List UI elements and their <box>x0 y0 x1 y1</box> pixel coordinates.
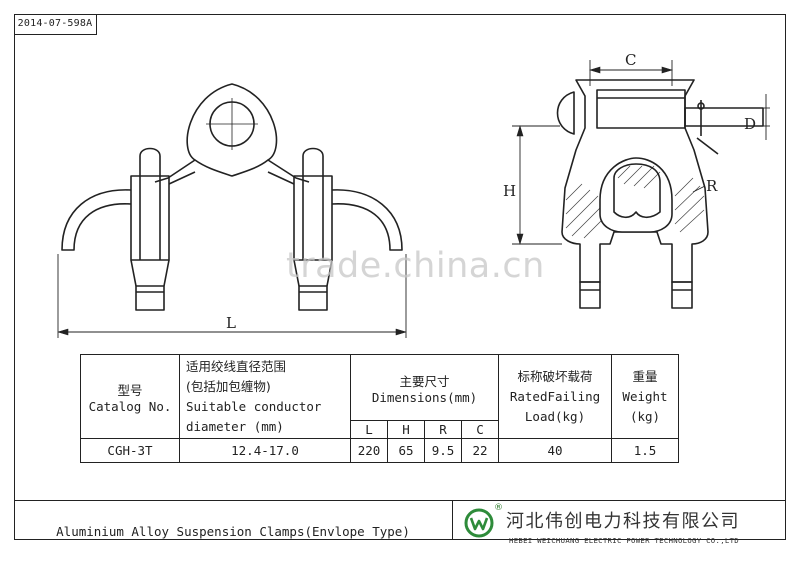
col-l: L <box>350 420 388 439</box>
header-load: 标称破坏载荷 RatedFailing Load(kg) <box>498 354 612 439</box>
document-code: 2014-07-598A <box>14 14 97 35</box>
title-block: Aluminium Alloy Suspension Clamps(Envlop… <box>14 500 786 540</box>
cell-r: 9.5 <box>424 438 462 463</box>
cell-c: 22 <box>461 438 499 463</box>
side-body <box>561 79 709 283</box>
dim-label-r: R <box>706 177 718 195</box>
clamp-body-right <box>267 159 310 183</box>
drawing-frame <box>14 14 786 540</box>
left-bolt-nut <box>130 175 170 261</box>
header-catalog: 型号 Catalog No. <box>80 354 180 439</box>
left-bolt-head <box>139 147 161 176</box>
company-name-cn: 河北伟创电力科技有限公司 <box>506 511 740 532</box>
cell-conductor-range: 12.4-17.0 <box>179 438 351 463</box>
header-weight: 重量 Weight (kg) <box>611 354 679 439</box>
registered-mark: ® <box>494 503 503 513</box>
right-bolt-nut <box>293 175 333 261</box>
dim-label-h: H <box>503 182 517 200</box>
header-dimensions: 主要尺寸 Dimensions(mm) <box>350 354 499 421</box>
right-bolt-thread <box>298 285 328 311</box>
watermark: trade.china.cn <box>286 246 545 286</box>
table-row: CGH-3T 12.4-17.0 220 65 9.5 22 40 1.5 <box>80 438 679 463</box>
cell-h: 65 <box>387 438 425 463</box>
cell-weight: 1.5 <box>611 438 679 463</box>
header-conductor: 适用绞线直径范围 (包括加包缠物) Suitable conductor dia… <box>179 354 351 439</box>
left-bolt-thread <box>135 285 165 311</box>
right-arm <box>331 189 403 251</box>
title-block-divider <box>452 501 454 540</box>
dim-label-c: C <box>625 51 637 69</box>
side-shaft <box>596 89 686 129</box>
col-h: H <box>387 420 425 439</box>
company-name-en: HEBEI WEICHUANG ELECTRIC POWER TECHNOLOG… <box>509 536 739 545</box>
clamp-body-left <box>154 159 196 183</box>
side-bolt-head <box>556 91 575 135</box>
specification-table: 型号 Catalog No. 适用绞线直径范围 (包括加包缠物) Suitabl… <box>80 354 679 463</box>
right-bolt-head <box>302 147 324 176</box>
left-arm <box>61 189 132 251</box>
col-r: R <box>424 420 462 439</box>
dim-label-d: D <box>744 115 757 133</box>
cell-l: 220 <box>350 438 388 463</box>
cell-load: 40 <box>498 438 612 463</box>
product-title: Aluminium Alloy Suspension Clamps(Envlop… <box>56 524 410 539</box>
dim-label-l: L <box>226 314 236 332</box>
cell-catalog: CGH-3T <box>80 438 180 463</box>
col-c: C <box>461 420 499 439</box>
company-logo-icon <box>464 508 494 538</box>
clamp-eye-outline <box>186 83 278 177</box>
